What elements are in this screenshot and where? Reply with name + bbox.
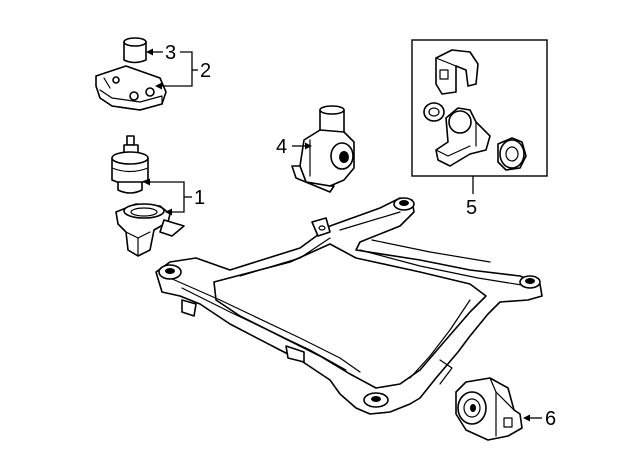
leader-2	[155, 51, 198, 90]
part-1-lower-mount[interactable]	[115, 203, 185, 257]
part-1-actuator[interactable]	[111, 135, 149, 194]
part-5-kit-box	[411, 39, 548, 177]
callout-4: 4	[276, 136, 287, 158]
callout-5: 5	[466, 197, 477, 219]
part-5-washer[interactable]	[423, 102, 445, 122]
part-6-transmission-mount[interactable]	[455, 377, 523, 441]
part-3-bushing[interactable]	[123, 37, 147, 64]
part-4-engine-mount[interactable]	[291, 105, 355, 193]
leader-4	[292, 142, 312, 150]
part-5-mount-body[interactable]	[435, 107, 491, 167]
callout-3: 3	[165, 42, 176, 64]
callout-6: 6	[545, 408, 556, 430]
part-5-bushing[interactable]	[497, 137, 527, 171]
leader-3	[146, 48, 163, 56]
part-5-upper-cap[interactable]	[435, 49, 479, 95]
callout-2: 2	[200, 60, 211, 82]
leader-1	[143, 178, 192, 216]
leader-6	[523, 414, 542, 422]
callout-1: 1	[194, 187, 205, 209]
part-2-bracket[interactable]	[95, 65, 167, 111]
engine-cradle[interactable]	[155, 197, 543, 415]
